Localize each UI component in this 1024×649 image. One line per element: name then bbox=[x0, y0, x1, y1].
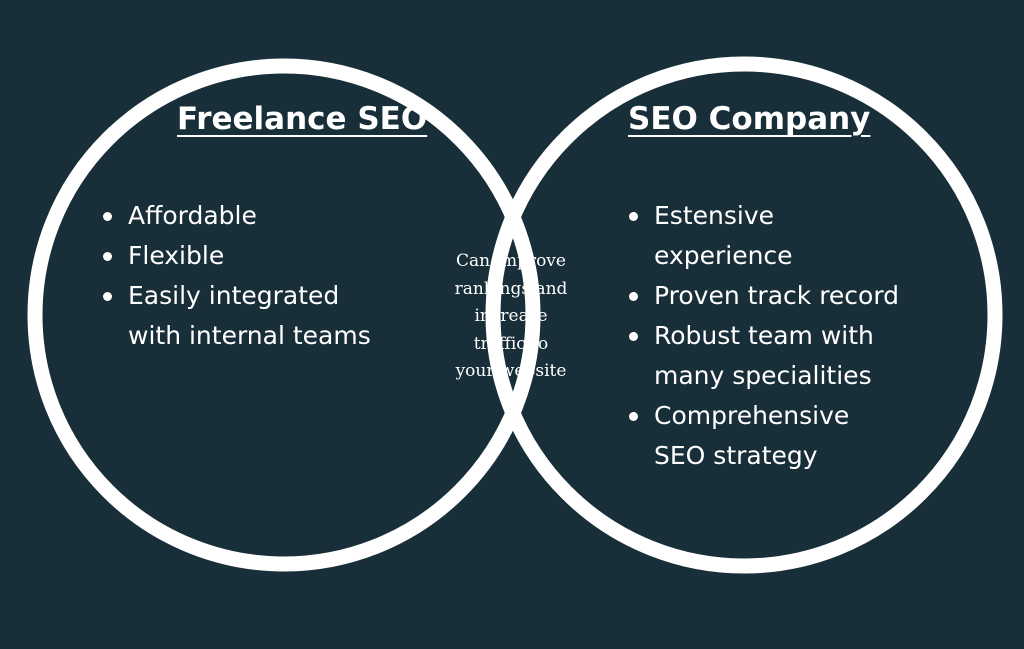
left-bullet-item: Affordable bbox=[100, 196, 371, 236]
right-bullet-text: Proven track record bbox=[654, 281, 900, 310]
right-title-seo-company: SEO Company bbox=[628, 101, 871, 137]
overlap-text: Can improve rankings and increase traffi… bbox=[454, 251, 568, 381]
right-circle bbox=[485, 56, 1003, 574]
right-bullet-text: Comprehensive SEO strategy bbox=[654, 401, 850, 470]
left-bullet-text: Easily integrated with internal teams bbox=[128, 281, 371, 350]
left-bullet-text: Flexible bbox=[128, 241, 225, 270]
right-bullet-item: Robust team with many specialities bbox=[626, 316, 899, 396]
left-bullet-item: Easily integrated with internal teams bbox=[100, 276, 371, 356]
left-circle bbox=[27, 58, 541, 572]
right-bullet-text: Estensive experience bbox=[654, 201, 793, 270]
left-bullet-text: Affordable bbox=[128, 201, 257, 230]
left-bullet-list: Affordable Flexible Easily integrated wi… bbox=[100, 196, 371, 356]
right-bullet-text: Robust team with many specialities bbox=[654, 321, 874, 390]
left-bullet-item: Flexible bbox=[100, 236, 371, 276]
right-bullet-item: Proven track record bbox=[626, 276, 899, 316]
right-bullet-item: Estensive experience bbox=[626, 196, 899, 276]
left-title-freelance-seo: Freelance SEO bbox=[177, 101, 428, 137]
right-bullet-list: Estensive experience Proven track record… bbox=[626, 196, 899, 476]
right-bullet-item: Comprehensive SEO strategy bbox=[626, 396, 899, 476]
